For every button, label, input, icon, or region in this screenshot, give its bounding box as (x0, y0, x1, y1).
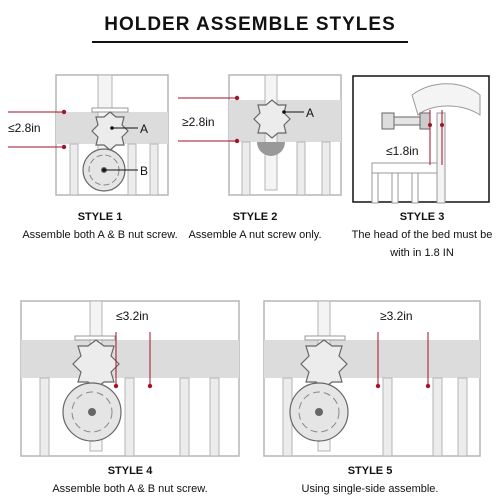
style-1-label-b: B (140, 164, 148, 178)
style-4-diagram: ≤3.2in (20, 300, 240, 457)
style-1-measure: ≤2.8in (8, 121, 41, 135)
style-3-text-1: The head of the bed must be (351, 229, 493, 241)
title-underline (92, 41, 408, 43)
knob-a-icon (91, 111, 129, 151)
style-2-panel: ≥2.8in A (172, 70, 342, 205)
style-2-text: Assemble A nut screw only. (188, 229, 322, 241)
knob-a-icon (253, 99, 291, 139)
style-5-measure: ≥3.2in (380, 309, 413, 323)
knob-a-icon (72, 339, 120, 389)
style-4-caption: STYLE 4 Assemble both A & B nut screw. (30, 462, 230, 498)
knob-a-icon (300, 339, 348, 389)
style-1-text: Assemble both A & B nut screw. (22, 229, 178, 241)
style-5-caption: STYLE 5 Using single-side assemble. (270, 462, 470, 498)
style-1-caption: STYLE 1 Assemble both A & B nut screw. (0, 208, 200, 244)
style-5-name: STYLE 5 (347, 465, 393, 477)
style-3-name: STYLE 3 (399, 211, 445, 223)
style-3-diagram: ≤1.8in (352, 75, 490, 204)
style-2-caption: STYLE 2 Assemble A nut screw only. (155, 208, 355, 244)
knob-side-icon (381, 112, 395, 130)
style-1-name: STYLE 1 (77, 211, 123, 223)
style-2-diagram: ≥2.8in A (178, 74, 342, 196)
style-3-caption: STYLE 3 The head of the bed must be with… (322, 208, 500, 262)
style-2-name: STYLE 2 (232, 211, 278, 223)
style-5-diagram: ≥3.2in (263, 300, 481, 457)
page-title: HOLDER ASSEMBLE STYLES (104, 14, 396, 35)
style-4-measure: ≤3.2in (116, 309, 149, 323)
style-5-panel: ≥3.2in (263, 300, 483, 460)
style-3-text-2: with in 1.8 IN (390, 247, 454, 259)
style-4-text: Assemble both A & B nut screw. (52, 483, 208, 495)
style-4-name: STYLE 4 (107, 465, 153, 477)
style-1-label-a: A (140, 122, 148, 136)
style-2-measure: ≥2.8in (182, 115, 215, 129)
style-5-text: Using single-side assemble. (301, 483, 439, 495)
style-1-diagram: ≤2.8in A B (8, 74, 169, 196)
style-2-label-a: A (306, 106, 314, 120)
style-3-panel: ≤1.8in (352, 75, 492, 205)
style-4-panel: ≤3.2in (20, 300, 240, 460)
style-3-measure: ≤1.8in (386, 144, 419, 158)
style-1-panel: ≤2.8in A B (0, 70, 180, 205)
